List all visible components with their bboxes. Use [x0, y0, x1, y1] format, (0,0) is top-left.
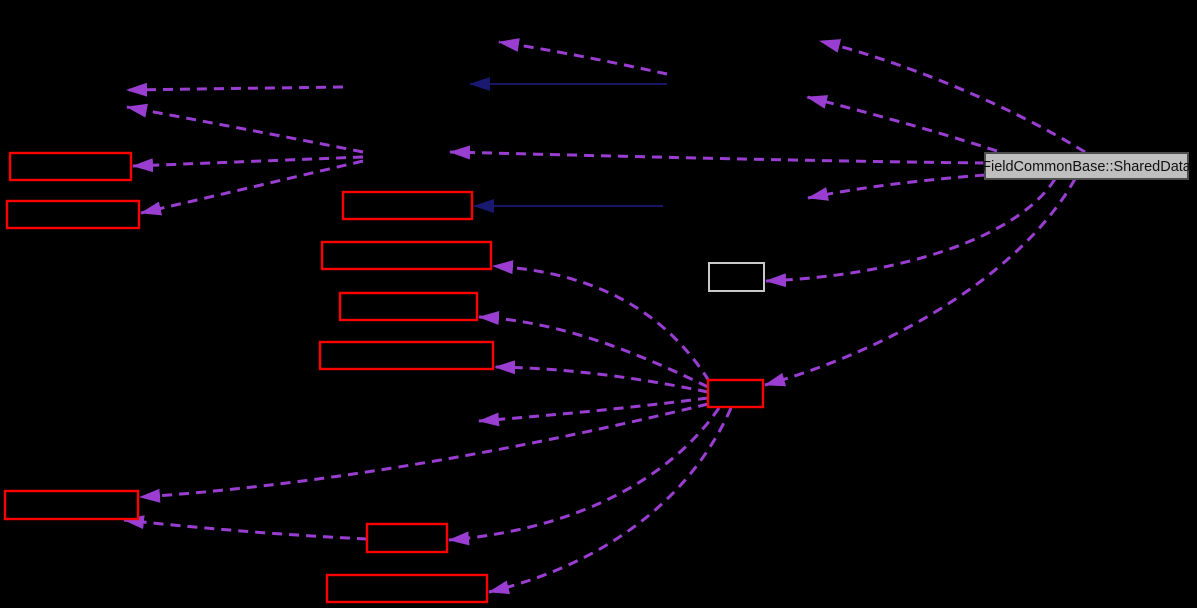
node-mid-box-3[interactable] — [338, 291, 479, 322]
node-rect-bottom-left-box[interactable] — [3, 489, 140, 521]
usage-edge-hub-to-bottom-wide-box — [488, 407, 733, 595]
usage-edge-hub-to-mid-box-4 — [494, 360, 709, 394]
node-plain-box[interactable] — [708, 262, 765, 292]
usage-edge-right-upper — [806, 95, 998, 153]
node-mid-box-2[interactable] — [320, 240, 493, 271]
node-rect-bottom-small-box[interactable] — [365, 522, 449, 554]
usage-edge-hub-to-lower-left — [478, 396, 709, 427]
node-label-shareddata: FieldCommonBase::SharedData — [982, 159, 1192, 175]
usage-edge-shareddata-short — [807, 173, 986, 201]
usage-edge-to-left-box-1 — [132, 155, 364, 173]
usage-edge-upper-left-1 — [126, 82, 344, 97]
usage-edge-top-middle — [498, 38, 668, 76]
node-shareddata: FieldCommonBase::SharedData — [982, 152, 1192, 180]
usage-edge-small-to-bottom-left — [123, 515, 368, 541]
node-rect-mid-box-2[interactable] — [320, 240, 493, 271]
usage-edge-upper-left-2 — [126, 103, 364, 154]
node-rect-mid-box-3[interactable] — [338, 291, 479, 322]
node-bottom-wide-box[interactable] — [325, 573, 489, 604]
usage-edge-shareddata-to-plain-box — [765, 178, 1057, 288]
usage-edge-hub-to-mid-box-3 — [478, 311, 709, 389]
node-bottom-small-box[interactable] — [365, 522, 449, 554]
node-rect-shareddata — [984, 152, 1189, 180]
node-hub-box[interactable] — [706, 378, 765, 409]
nodes-layer: FieldCommonBase::SharedData — [3, 151, 1192, 604]
usage-edge-hub-to-bottom-small-box — [448, 407, 721, 546]
node-bottom-left-box[interactable] — [3, 489, 140, 521]
node-rect-bottom-wide-box[interactable] — [325, 573, 489, 604]
node-left-box-1[interactable] — [8, 151, 133, 182]
node-rect-left-box-1[interactable] — [8, 151, 133, 182]
usage-edge-hub-to-bottom-left-box — [139, 402, 709, 503]
node-left-box-2[interactable] — [5, 199, 141, 230]
node-rect-mid-box-1[interactable] — [341, 190, 474, 221]
node-rect-left-box-2[interactable] — [5, 199, 141, 230]
node-rect-hub-box[interactable] — [706, 378, 765, 409]
edges-layer — [123, 38, 1086, 595]
node-rect-plain-box[interactable] — [708, 262, 765, 292]
node-mid-box-1[interactable] — [341, 190, 474, 221]
node-mid-box-4[interactable] — [318, 340, 495, 371]
usage-edge-to-left-box-2 — [140, 159, 364, 216]
node-rect-mid-box-4[interactable] — [318, 340, 495, 371]
usage-edge-hub-to-mid-box-2 — [492, 260, 711, 382]
usage-edge-top-right — [819, 39, 1086, 154]
usage-edge-shareddata-to-hub — [764, 178, 1077, 387]
usage-edge-shareddata-to-middle — [449, 145, 986, 165]
